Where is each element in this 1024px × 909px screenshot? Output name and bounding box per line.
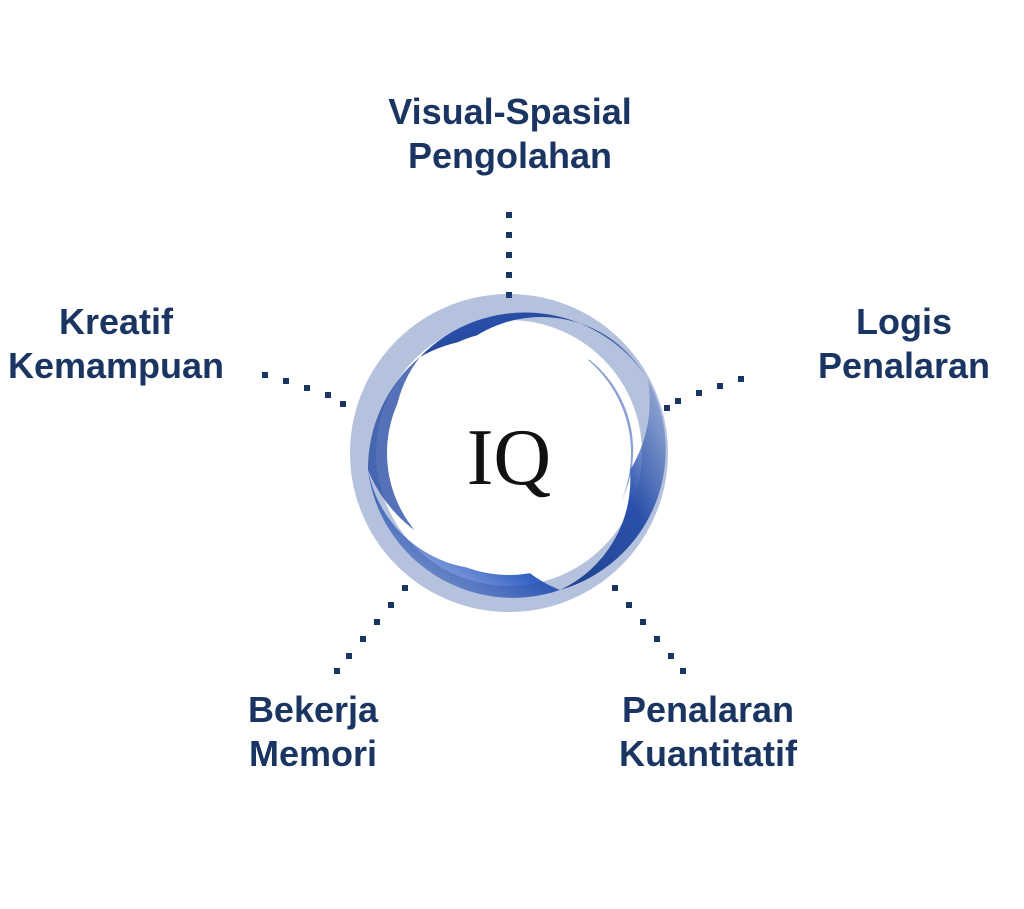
iq-ring: IQ: [363, 307, 666, 599]
node-logical: Logis Penalaran: [800, 300, 1008, 388]
node-label-line1: Penalaran: [598, 688, 818, 732]
node-label-line1: Visual-Spasial: [355, 90, 665, 134]
node-label-line1: Logis: [800, 300, 1008, 344]
node-label-line2: Pengolahan: [355, 134, 665, 178]
iq-label: IQ: [467, 414, 551, 502]
node-creative: Kreatif Kemampuan: [0, 300, 232, 388]
node-label-line1: Kreatif: [0, 300, 232, 344]
node-quantitative: Penalaran Kuantitatif: [598, 688, 818, 776]
node-label-line2: Kuantitatif: [598, 732, 818, 776]
node-label-line2: Kemampuan: [0, 344, 232, 388]
node-label-line1: Bekerja: [228, 688, 398, 732]
connector-left: [262, 372, 346, 407]
node-visual-spatial: Visual-Spasial Pengolahan: [355, 90, 665, 178]
node-working-memory: Bekerja Memori: [228, 688, 398, 776]
connector-bottom-right: [612, 585, 686, 674]
connector-right: [664, 376, 744, 411]
node-label-line2: Penalaran: [800, 344, 1008, 388]
node-label-line2: Memori: [228, 732, 398, 776]
connector-bottom-left: [334, 585, 408, 674]
connector-top: [506, 212, 512, 298]
